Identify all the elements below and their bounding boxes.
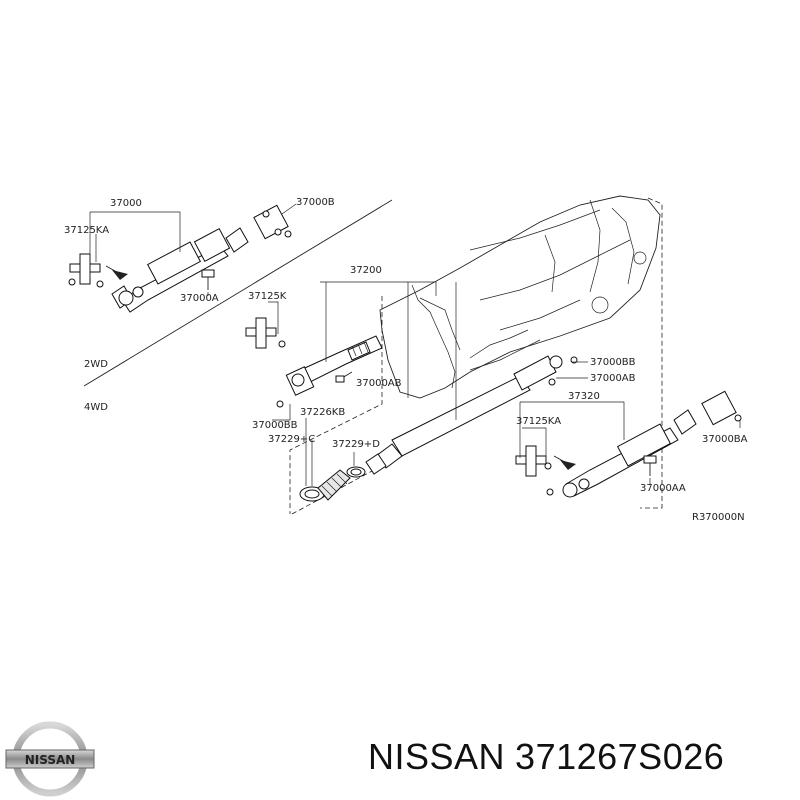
label-37000AB-right: 37000AB [590, 373, 636, 384]
label-37000BB-right: 37000BB [590, 357, 636, 368]
drive-shaft-rear [515, 390, 742, 498]
part-number: 371267S026 [515, 736, 725, 777]
label-37125K: 37125K [248, 291, 287, 302]
label-2wd: 2WD [84, 359, 108, 370]
label-37000A: 37000A [180, 293, 219, 304]
boot-and-seals [299, 466, 366, 502]
label-37000BA: 37000BA [702, 434, 748, 445]
svg-text:NISSAN: NISSAN [25, 753, 76, 767]
label-4wd: 4WD [84, 402, 108, 413]
label-37000B: 37000B [296, 197, 335, 208]
drive-shaft-4wd-long [365, 355, 578, 475]
label-37226KB: 37226KB [300, 407, 345, 418]
label-37000AA: 37000AA [640, 483, 686, 494]
drive-shaft-2wd [68, 204, 292, 313]
label-37229C: 37229+C [268, 434, 315, 445]
label-37000: 37000 [110, 198, 142, 209]
label-37320: 37320 [568, 391, 600, 402]
label-37229D: 37229+D [332, 439, 380, 450]
brand-name: NISSAN [368, 736, 506, 777]
drive-shaft-4wd-front [245, 317, 383, 408]
label-37125KA-bottom: 37125KA [516, 416, 561, 427]
label-37000BB-left: 37000BB [252, 420, 298, 431]
nissan-logo-icon: NISSAN [5, 721, 95, 797]
transmission-housing [379, 195, 661, 399]
label-37200: 37200 [350, 265, 382, 276]
label-37125KA-top: 37125KA [64, 225, 109, 236]
separator-line [83, 199, 393, 387]
label-R370000N: R370000N [692, 512, 745, 523]
label-37000AB-left: 37000AB [356, 378, 402, 389]
dashed-box-left [289, 296, 383, 514]
